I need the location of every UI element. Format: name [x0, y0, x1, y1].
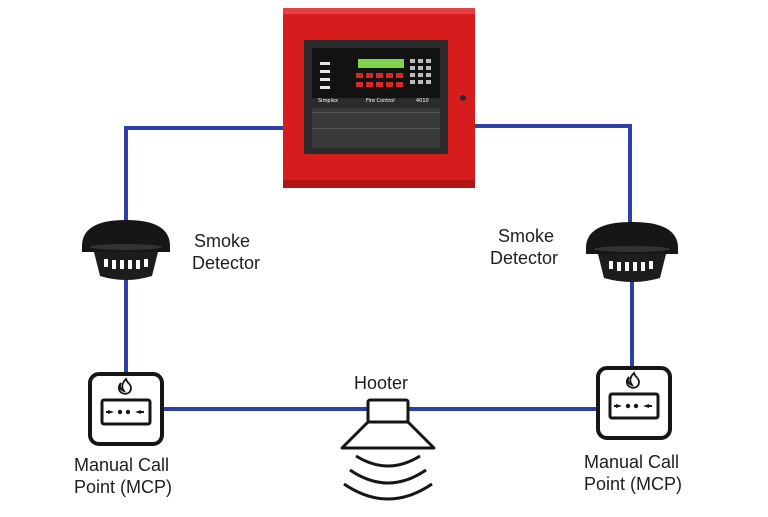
manual-call-point-icon-right	[596, 366, 672, 440]
smoke-detector-icon-right	[586, 222, 678, 282]
mcp-label-left-line1: Manual Call	[74, 455, 170, 475]
smoke-detector-label-right-line1: Smoke	[498, 226, 555, 246]
panel-model-text: Fire Control	[366, 98, 395, 104]
flame-icon-left	[117, 377, 132, 395]
panel-lock-icon	[460, 95, 466, 101]
sound-wave-3	[343, 482, 433, 501]
hooter-label: Hooter	[354, 373, 409, 393]
panel-brand-text: Simplex	[318, 98, 338, 104]
flame-icon-right	[625, 371, 640, 389]
wire-right	[472, 124, 632, 236]
sound-wave-2	[349, 468, 427, 485]
wire-left	[124, 126, 288, 236]
mcp-label-right: Manual Call Point (MCP)	[584, 451, 682, 495]
fire-alarm-control-panel: Simplex Fire Control 4010	[283, 8, 475, 188]
smoke-detector-label-left: Smoke Detector	[192, 230, 260, 274]
mcp-label-right-line2: Point (MCP)	[584, 474, 683, 494]
panel-model-number: 4010	[416, 98, 429, 104]
manual-call-point-icon-left	[88, 372, 164, 446]
panel-lcd-display	[358, 59, 404, 68]
smoke-detector-label-left-line2: Detector	[192, 253, 261, 273]
smoke-detector-label-right-line2: Detector	[490, 248, 559, 268]
mcp-label-left: Manual Call Point (MCP)	[74, 454, 172, 498]
mcp-label-left-line2: Point (MCP)	[74, 477, 173, 497]
sound-wave-1	[355, 454, 421, 468]
wiring-loop	[124, 124, 634, 411]
smoke-detector-label-left-line1: Smoke	[194, 231, 251, 251]
mcp-label-right-line1: Manual Call	[584, 452, 680, 472]
hooter-icon	[340, 398, 436, 501]
smoke-detector-label-right: Smoke Detector	[490, 225, 558, 269]
smoke-detector-icon-left	[82, 220, 170, 280]
